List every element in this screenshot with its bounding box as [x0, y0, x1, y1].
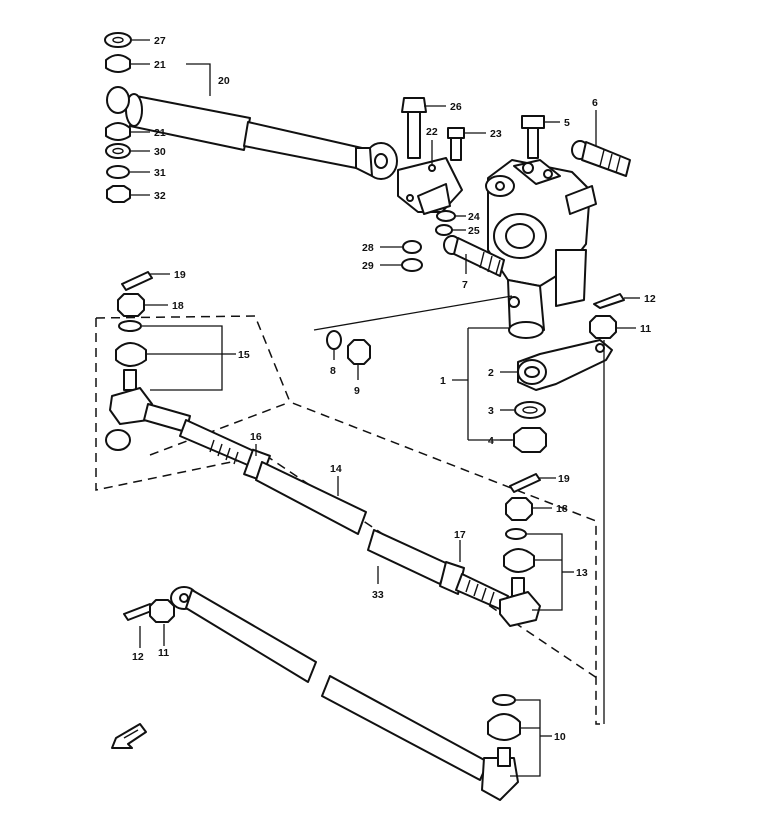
castle-nut-11-bottom	[149, 599, 175, 623]
castle-nut-18-right	[505, 497, 533, 521]
pitman-arm	[517, 339, 613, 391]
leader-lines	[130, 39, 640, 777]
callout-8: 8	[330, 365, 336, 377]
castle-nut-11-top	[589, 315, 617, 339]
callout-2: 2	[488, 367, 494, 379]
nut-29	[401, 258, 423, 272]
stud-10	[497, 747, 511, 767]
boot-13	[503, 548, 535, 573]
callout-23: 23	[490, 128, 502, 140]
clip-10	[492, 694, 516, 706]
cotter-pin-12-top	[593, 293, 625, 309]
bolt-5	[521, 115, 545, 159]
callout-7: 7	[462, 279, 468, 291]
callout-5: 5	[564, 117, 570, 129]
callout-22: 22	[426, 126, 438, 138]
callout-28: 28	[362, 242, 374, 254]
callout-1: 1	[440, 375, 446, 387]
callout-27: 27	[154, 35, 166, 47]
callout-26: 26	[450, 101, 462, 113]
callout-19-left: 19	[174, 269, 186, 281]
callout-24: 24	[468, 211, 480, 223]
callout-12-top: 12	[644, 293, 656, 305]
relay-rod-33	[367, 529, 509, 611]
callout-31: 31	[154, 167, 166, 179]
nut-32	[106, 185, 131, 203]
callout-11-bottom: 11	[158, 647, 169, 659]
callout-29: 29	[362, 260, 374, 272]
washer-3	[514, 401, 546, 419]
callouts: 27 21 20 21 30 31 32 26 22 23 5 6 24 25 …	[132, 35, 656, 743]
callout-21-bottom: 21	[154, 127, 166, 139]
washer-28	[402, 240, 422, 254]
bolt-23	[447, 127, 465, 161]
bushing-21-top	[105, 54, 131, 73]
callout-17: 17	[454, 529, 466, 541]
front-arrow-icon	[111, 723, 147, 749]
castle-nut-18-left	[117, 293, 145, 317]
callout-12-bottom: 12	[132, 651, 144, 663]
callout-18-left: 18	[172, 300, 184, 312]
clip-15-left	[118, 320, 142, 332]
boot-10	[487, 713, 521, 741]
damper-hardware-stack	[104, 32, 132, 203]
callout-6: 6	[592, 97, 598, 109]
callout-10: 10	[554, 731, 566, 743]
clip-13	[505, 528, 527, 540]
tie-rod-14	[179, 419, 367, 535]
callout-16: 16	[250, 431, 262, 443]
bolt-26	[401, 97, 427, 159]
callout-13: 13	[576, 567, 588, 579]
tie-rod-end-left	[109, 369, 191, 433]
group-outline-tie-rod	[95, 315, 600, 725]
lock-washer-8	[326, 330, 342, 350]
callout-32: 32	[154, 190, 166, 202]
boot-15-left	[115, 342, 147, 367]
washer-27	[104, 32, 132, 48]
callout-25: 25	[468, 225, 480, 237]
callout-20: 20	[218, 75, 230, 87]
callout-4: 4	[488, 435, 494, 447]
bolt-7	[443, 235, 505, 277]
bolt-6	[571, 140, 631, 177]
tie-rod-end-right	[499, 577, 541, 627]
drag-link	[170, 586, 519, 801]
damper-bracket	[397, 157, 463, 215]
steering-gear-box	[485, 159, 597, 339]
callout-3: 3	[488, 405, 494, 417]
cotter-pin-19-left	[121, 271, 153, 291]
callout-9: 9	[354, 385, 360, 397]
callout-30: 30	[154, 146, 166, 158]
washer-25	[435, 224, 453, 236]
callout-18-right: 18	[556, 503, 568, 515]
washer-31	[106, 165, 130, 179]
bushing-21-bottom	[105, 122, 131, 141]
callout-33: 33	[372, 589, 384, 601]
cotter-pin-19-right	[509, 473, 541, 493]
callout-11-top: 11	[640, 323, 651, 335]
washer-24	[436, 210, 456, 222]
callout-15: 15	[238, 349, 250, 361]
callout-14: 14	[330, 463, 342, 475]
callout-19-right: 19	[558, 473, 570, 485]
steering-damper	[106, 86, 398, 180]
nut-9	[347, 339, 371, 365]
callout-21-top: 21	[154, 59, 166, 71]
washer-30	[105, 143, 131, 159]
nut-4	[513, 427, 547, 453]
boot-left-lower	[105, 429, 131, 451]
